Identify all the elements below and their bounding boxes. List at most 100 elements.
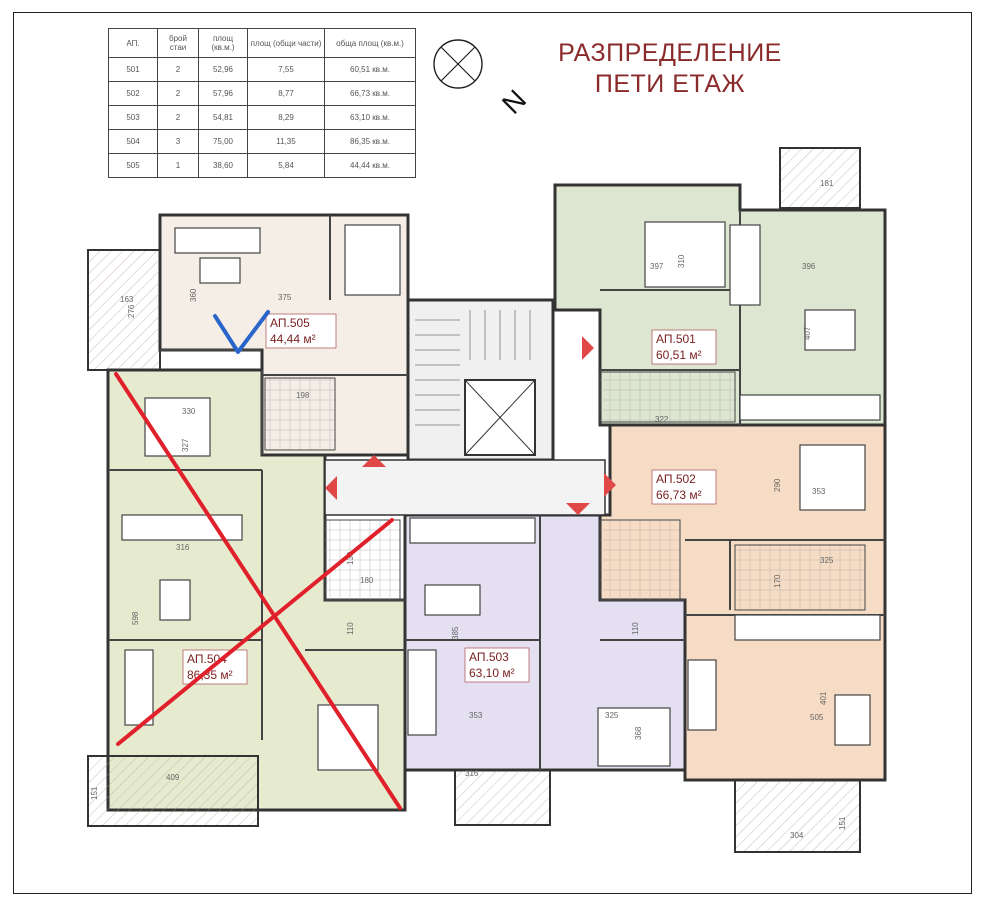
dimension-label: 322 (655, 415, 669, 424)
dimension-label: 385 (451, 626, 460, 640)
entrance-arrow-icon (362, 455, 386, 467)
bed-icon (144, 397, 211, 457)
compass-icon (433, 39, 483, 89)
table-cell: 11,35 (247, 129, 325, 154)
table-cell: 2 (157, 105, 199, 130)
table-cell: 63,10 кв.м. (324, 105, 416, 130)
bathroom-503 (599, 519, 681, 601)
apartment-502-name: АП.502 (656, 472, 696, 486)
stair-core (324, 298, 606, 516)
bed-icon (644, 221, 726, 288)
bed-icon (799, 444, 866, 511)
apartment-505-area-value: 44,44 м² (270, 332, 316, 346)
balcony-501 (779, 147, 861, 209)
bed-icon (597, 707, 671, 767)
corridor (324, 459, 606, 516)
table-cell: 44,44 кв.м. (324, 153, 416, 178)
dimension-label: 151 (90, 786, 99, 800)
bathroom-505 (264, 377, 336, 451)
apartment-505-name: АП.505 (270, 316, 310, 330)
dimension-label: 330 (182, 407, 196, 416)
north-letter: N (496, 84, 532, 120)
dimension-label: 325 (605, 711, 619, 720)
sofa-icon (407, 649, 437, 736)
label-502: АП.502 66,73 м² (651, 469, 717, 505)
header-rooms: брой стаи (157, 28, 199, 58)
dimension-label: 407 (803, 326, 812, 340)
dimension-label: 375 (278, 293, 292, 302)
entrance-arrow-icon (566, 503, 590, 515)
dimension-label: 401 (819, 691, 828, 705)
label-505: АП.505 44,44 м² (265, 313, 337, 349)
dimension-label: 290 (773, 478, 782, 492)
balcony-503 (454, 769, 551, 826)
entrance-arrow-icon (604, 473, 616, 497)
kitchen-counter (739, 394, 881, 421)
bathroom-504 (324, 519, 401, 601)
dimension-label: 110 (346, 622, 355, 635)
table-cell: 1 (157, 153, 199, 178)
balcony-505 (87, 249, 161, 371)
balcony-502 (734, 779, 861, 853)
table-cell: 57,96 (198, 81, 248, 106)
bathroom-502 (734, 544, 866, 611)
drawing-frame (13, 12, 972, 894)
apartment-501-area-value: 60,51 м² (656, 348, 702, 362)
dimension-label: 360 (189, 288, 198, 302)
label-503: АП.503 63,10 м² (464, 647, 530, 683)
table-icon (424, 584, 481, 616)
table-cell: 86,35 кв.м. (324, 129, 416, 154)
header-area: площ (кв.м.) (198, 28, 248, 58)
dimension-label: 316 (465, 769, 479, 778)
balcony-504 (87, 755, 259, 827)
dimension-label: 598 (131, 611, 140, 625)
dimension-label: 368 (634, 726, 643, 740)
table-row: 504 3 75,00 11,35 86,35 кв.м. (108, 129, 416, 154)
area-table-header: АП. брой стаи площ (кв.м.) площ (общи ча… (108, 28, 416, 58)
bathroom-501 (599, 371, 736, 423)
sofa-icon (687, 659, 717, 731)
dimension-label: 163 (120, 295, 134, 304)
kitchen-counter (409, 517, 536, 544)
dimension-label: 110 (631, 622, 640, 635)
table-cell: 5,84 (247, 153, 325, 178)
table-row: 505 1 38,60 5,84 44,44 кв.м. (108, 153, 416, 178)
table-row: 503 2 54,81 8,29 63,10 кв.м. (108, 105, 416, 130)
area-table: АП. брой стаи площ (кв.м.) площ (общи ча… (108, 28, 416, 178)
sofa-icon (174, 227, 261, 254)
dimension-label: 397 (650, 262, 664, 271)
plan-title-line1: РАЗПРЕДЕЛЕНИЕ (558, 39, 782, 67)
beds (144, 221, 866, 771)
dimension-label: 325 (820, 556, 834, 565)
label-501: АП.501 60,51 м² (651, 329, 717, 365)
table-icon (159, 579, 191, 621)
dimension-label: 304 (790, 831, 804, 840)
apartment-503-name: АП.503 (469, 650, 509, 664)
plan-title: РАЗПРЕДЕЛЕНИЕ ПЕТИ ЕТАЖ (550, 38, 790, 100)
dimension-label: 310 (677, 254, 686, 268)
kitchen-counter (344, 224, 401, 296)
dimension-label: 170 (773, 574, 782, 588)
table-cell: 52,96 (198, 57, 248, 82)
sofa-icon (124, 649, 154, 726)
dimension-label: 198 (296, 391, 310, 400)
entrance-markers (325, 336, 616, 515)
apartment-502-area-value: 66,73 м² (656, 488, 702, 502)
sofas (124, 224, 761, 736)
check-mark-icon (213, 310, 270, 354)
dimension-labels: 163 276 360 375 330 327 198 316 598 409 … (90, 179, 847, 840)
cross-mark-icon (114, 372, 402, 810)
entrance-arrow-icon (325, 476, 337, 500)
table-icon (834, 694, 871, 746)
apartment-503-area-value: 63,10 м² (469, 666, 515, 680)
dimension-label: 353 (812, 487, 826, 496)
sofa-icon (729, 224, 761, 306)
dimension-label: 151 (838, 816, 847, 830)
table-icon (199, 257, 241, 284)
dimension-label: 353 (469, 711, 483, 720)
dimension-label: 409 (166, 773, 180, 782)
table-icon (804, 309, 856, 351)
dimension-label: 505 (810, 713, 824, 722)
table-cell: 75,00 (198, 129, 248, 154)
table-cell: 38,60 (198, 153, 248, 178)
